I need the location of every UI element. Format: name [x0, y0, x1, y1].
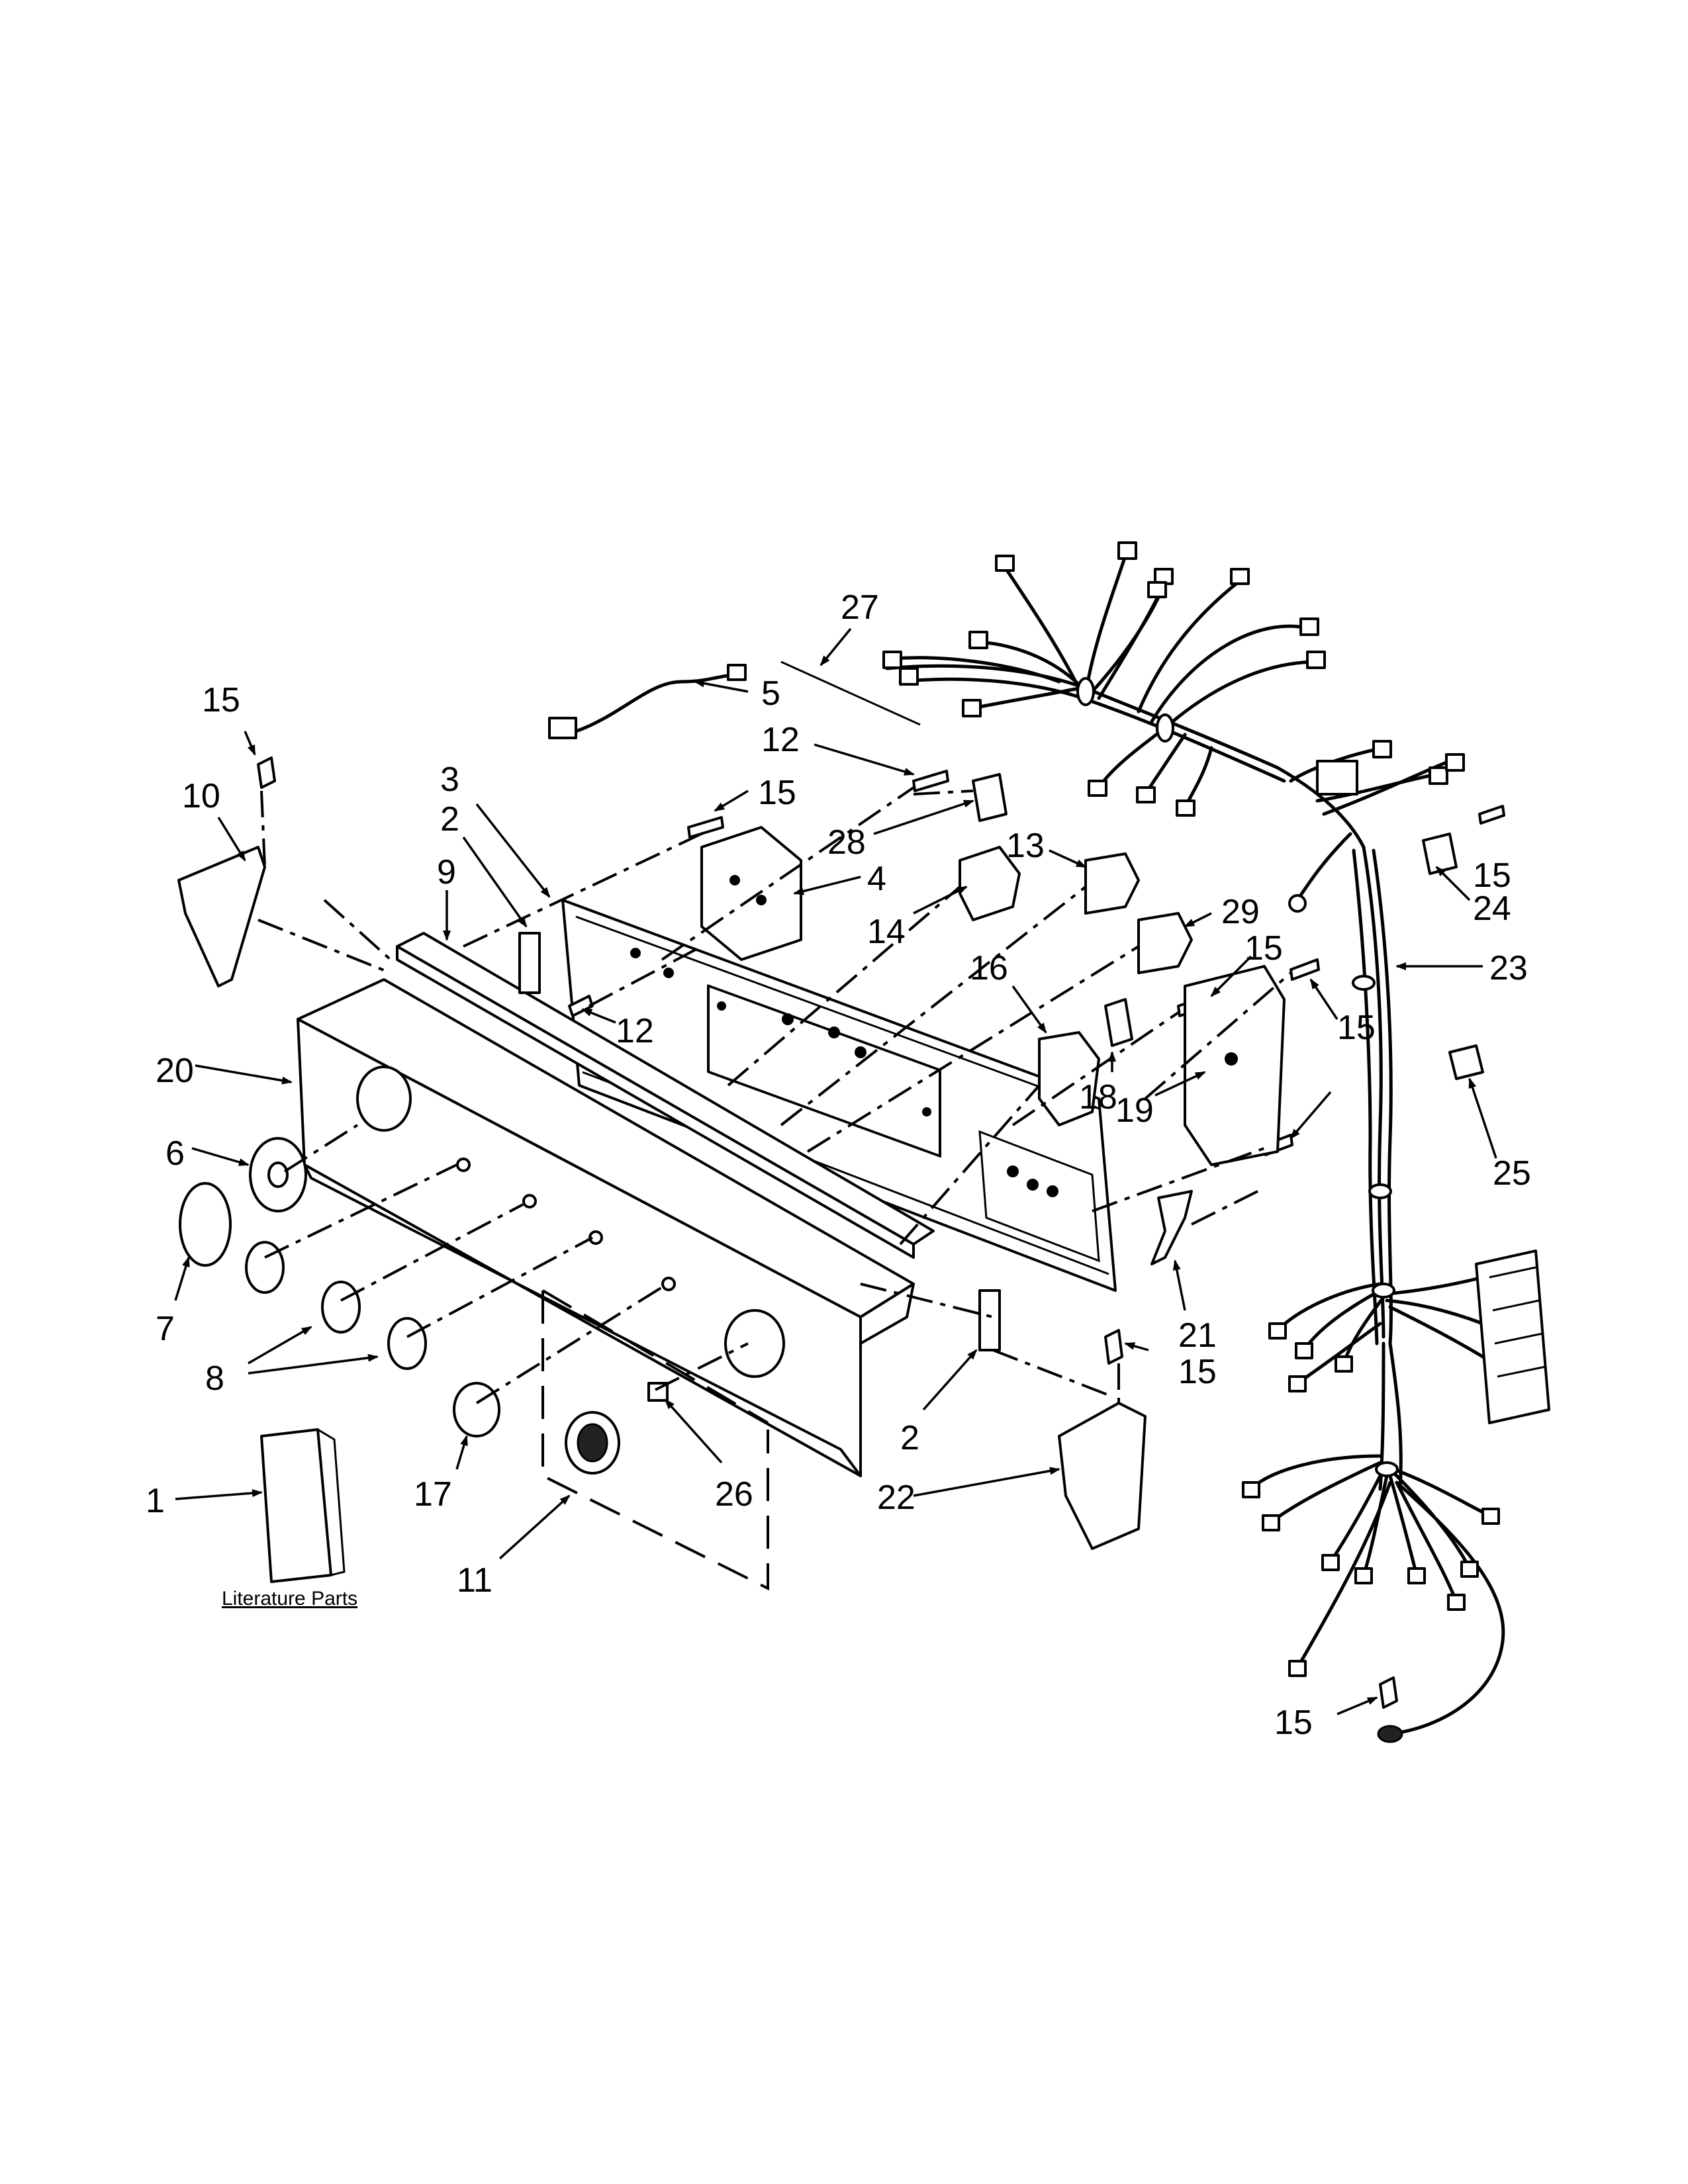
callout-27: 27: [841, 588, 879, 627]
callout-9: 9: [437, 853, 456, 891]
console-bracket: [396, 932, 935, 1259]
callout-2: 2: [900, 1419, 919, 1457]
callout-15: 15: [1244, 929, 1283, 968]
callout-21: 21: [1178, 1316, 1217, 1355]
callout-15: 15: [202, 681, 240, 719]
callout-6: 6: [165, 1134, 185, 1173]
callout-15: 15: [1274, 1704, 1313, 1742]
leader-lines: [174, 627, 1497, 1715]
callout-7: 7: [156, 1310, 175, 1348]
wire-harness: [882, 541, 1550, 1743]
callout-29: 29: [1221, 893, 1260, 931]
callout-14: 14: [867, 913, 906, 951]
callout-15: 15: [1178, 1353, 1217, 1391]
console-rear-panel: [561, 899, 1117, 1292]
callout-17: 17: [414, 1475, 452, 1514]
callout-12: 12: [616, 1012, 654, 1050]
callout-26: 26: [715, 1475, 753, 1514]
callout-2: 2: [440, 800, 459, 839]
callout-3: 3: [440, 760, 459, 799]
callout-24: 24: [1473, 889, 1511, 928]
callout-20: 20: [156, 1052, 194, 1090]
small-parts: [177, 660, 1505, 1709]
callout-16: 16: [970, 949, 1008, 987]
callout-25: 25: [1493, 1154, 1531, 1193]
callout-15: 15: [1473, 856, 1511, 895]
callout-23: 23: [1489, 949, 1528, 987]
literature-parts-label: Literature Parts: [222, 1588, 357, 1610]
callout-12: 12: [761, 721, 800, 759]
callout-8: 8: [205, 1359, 224, 1398]
callout-4: 4: [867, 860, 886, 898]
callout-22: 22: [877, 1479, 915, 1517]
callout-5: 5: [761, 674, 780, 713]
callout-15: 15: [758, 774, 796, 812]
callout-1: 1: [146, 1482, 165, 1520]
assembly-lines: [258, 786, 1292, 1591]
callouts: 27 5 12 15 10 3 15 2 9 28 4 13 29 14 15 …: [146, 588, 1531, 1742]
callout-11: 11: [457, 1561, 492, 1600]
console-front-panel: [297, 978, 915, 1477]
callout-18: 18: [1079, 1078, 1117, 1116]
callout-10: 10: [182, 777, 220, 815]
callout-15: 15: [1337, 1009, 1376, 1047]
callout-28: 28: [827, 823, 866, 862]
callout-19: 19: [1115, 1091, 1154, 1130]
callout-13: 13: [1006, 827, 1045, 865]
